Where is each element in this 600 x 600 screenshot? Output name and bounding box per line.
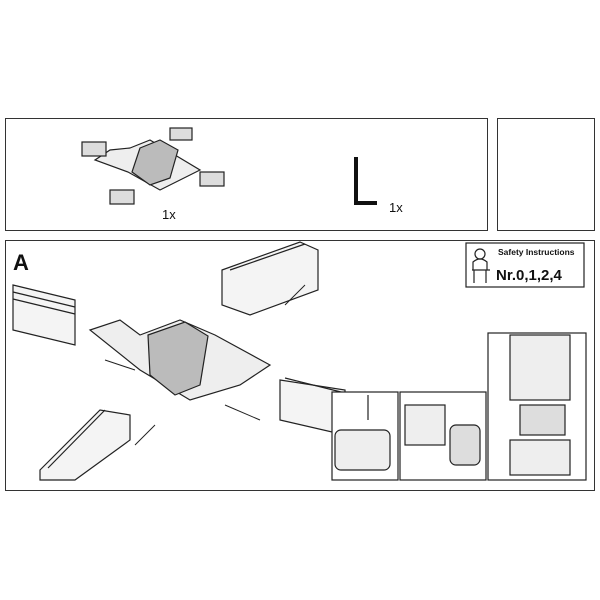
rail-bottom [39, 409, 131, 481]
safety-instructions-box [465, 242, 585, 288]
empty-box [497, 118, 595, 231]
step-label: A [13, 250, 29, 275]
rail-left [12, 284, 76, 346]
hex-key-quantity: 1x [389, 200, 403, 215]
safety-numbers: Nr.0,1,2,4 [496, 267, 562, 284]
safety-title: Safety Instructions [498, 247, 575, 257]
cross-connector-large [88, 319, 272, 401]
person-reading-icon [472, 248, 490, 283]
hex-key-illustration [354, 157, 377, 205]
cross-connector-illustration [81, 127, 225, 205]
parts-box [5, 118, 488, 231]
step-a-box [5, 240, 595, 491]
connector-quantity: 1x [162, 207, 176, 222]
rail-top [221, 241, 319, 316]
